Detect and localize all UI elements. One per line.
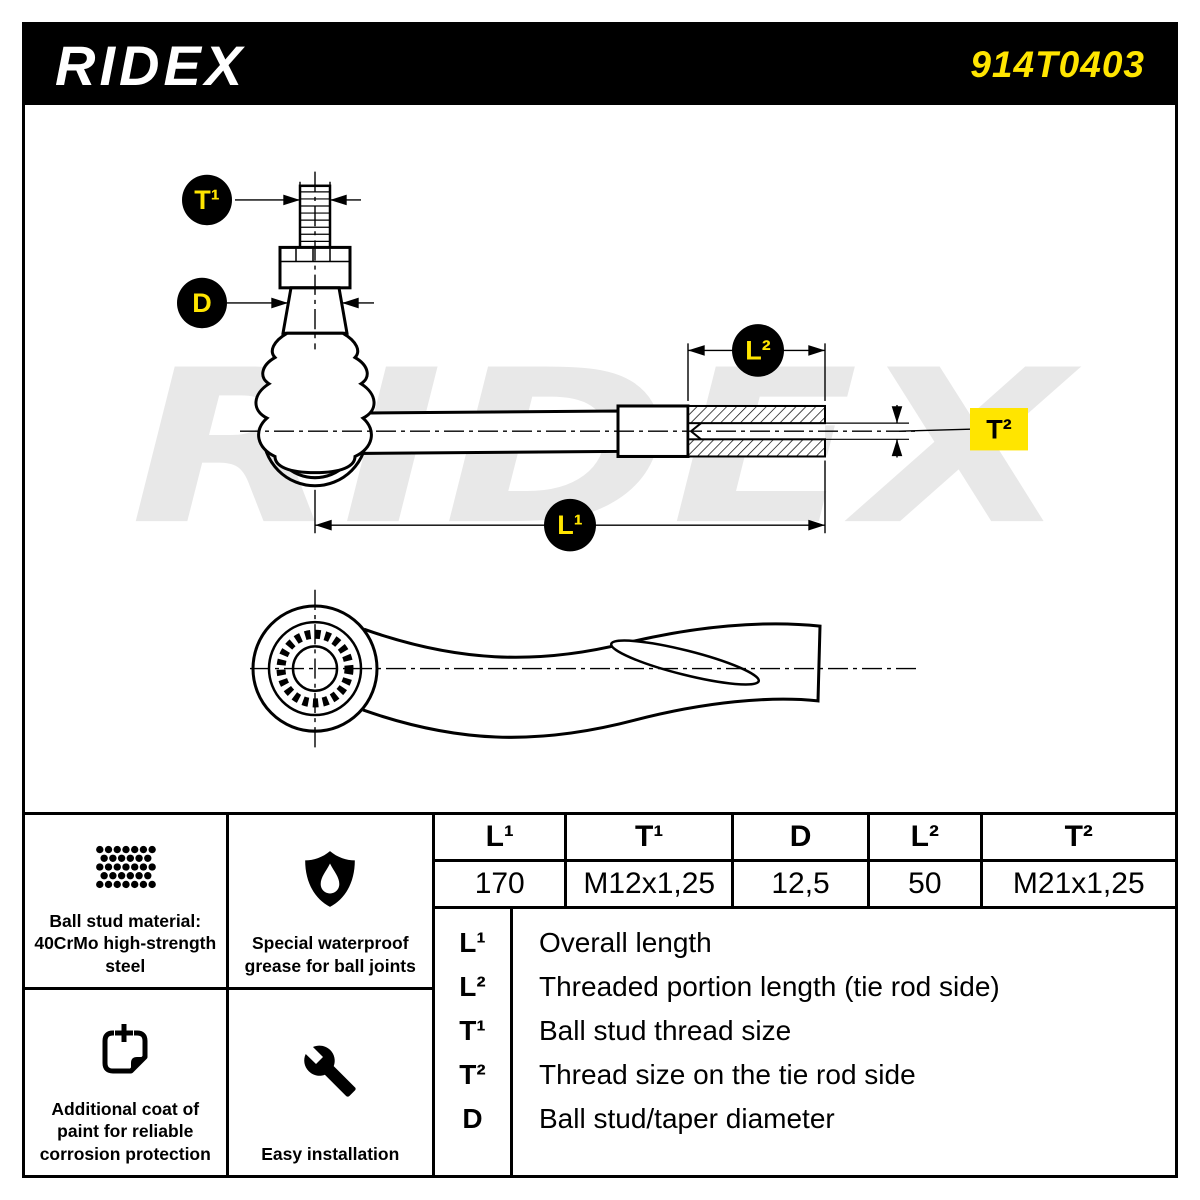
feature-caption: Easy installation xyxy=(261,1143,400,1164)
brand-logo: RIDEX xyxy=(55,33,247,97)
feature-icon-wrap xyxy=(302,1000,358,1143)
spec-value-d: 12,5 xyxy=(733,862,871,909)
ball-housing xyxy=(261,433,369,488)
legend-symbol: T¹ xyxy=(459,1015,486,1046)
specs-section: Ball stud material: 40CrMo high-strength… xyxy=(25,812,1175,1175)
shield-grease-icon xyxy=(305,850,356,907)
legend-description: Overall length xyxy=(539,927,712,958)
feature-ball-stud-material: Ball stud material: 40CrMo high-strength… xyxy=(25,815,229,990)
spec-header-t1: T¹ xyxy=(567,815,734,862)
dimension-labels: T¹ D L² T² L¹ xyxy=(177,174,1028,552)
spec-value-l1: 170 xyxy=(435,862,568,909)
spec-header-l2: L² xyxy=(870,815,983,862)
feature-caption: Additional coat of paint for reliable co… xyxy=(39,1098,211,1164)
l2-label-badge xyxy=(732,324,784,377)
feature-icon-wrap xyxy=(97,1000,153,1098)
t2-label: T² xyxy=(986,413,1011,444)
spec-header-l1: L¹ xyxy=(435,815,568,862)
t2-label-badge xyxy=(970,408,1028,451)
part-number: 914T0403 xyxy=(970,44,1145,85)
legend-description: Ball stud thread size xyxy=(539,1015,792,1046)
technical-drawing-area: RIDEX xyxy=(25,105,1175,812)
legend-description: Threaded portion length (tie rod side) xyxy=(539,971,1000,1002)
legend: L¹ L² T¹ T² D Overall length Threaded po… xyxy=(435,909,1175,1175)
spec-right-column: L¹ T¹ D L² T² 170 M12x1,25 12,5 50 M21x1… xyxy=(435,815,1175,1175)
t1-label-badge xyxy=(182,174,232,226)
legend-symbol-column: L¹ L² T¹ T² D xyxy=(435,909,513,1175)
feature-waterproof-grease: Special waterproof grease for ball joint… xyxy=(228,815,432,990)
tie-rod-arm xyxy=(362,622,822,739)
spec-table: L¹ T¹ D L² T² 170 M12x1,25 12,5 50 M21x1… xyxy=(435,815,1175,909)
l1-label: L¹ xyxy=(557,509,582,540)
l1-label-badge xyxy=(544,498,596,552)
lower-plan-view xyxy=(251,604,822,739)
feature-easy-installation: Easy installation xyxy=(229,990,433,1175)
d-label: D xyxy=(192,287,211,318)
legend-symbol: L² xyxy=(459,971,486,1002)
spec-value-t1: M12x1,25 xyxy=(567,862,734,909)
centerlines xyxy=(240,171,920,748)
legend-description-column: Overall length Threaded portion length (… xyxy=(513,909,1175,1175)
legend-symbol: L¹ xyxy=(459,927,486,958)
halftone-dots-icon xyxy=(96,846,157,889)
legend-symbol: T² xyxy=(459,1059,486,1090)
t1-label: T¹ xyxy=(194,184,219,215)
feature-icon-wrap xyxy=(93,825,157,910)
d-label-badge xyxy=(177,277,227,329)
shaft-neck xyxy=(359,409,620,455)
spec-value-l2: 50 xyxy=(870,862,983,909)
legend-symbol: D xyxy=(462,1103,483,1134)
feature-caption: Ball stud material: 40CrMo high-strength… xyxy=(34,910,217,976)
spec-header-t2: T² xyxy=(982,815,1175,862)
wrench-icon xyxy=(304,1045,356,1097)
feature-icon-wrap xyxy=(303,825,357,932)
header-bar: RIDEX 914T0403 xyxy=(25,25,1175,105)
arm-slot xyxy=(609,639,761,686)
features-grid: Ball stud material: 40CrMo high-strength… xyxy=(25,815,435,1175)
content-frame: RIDEX 914T0403 RIDEX xyxy=(22,22,1178,1178)
legend-description: Thread size on the tie rod side xyxy=(539,1059,916,1090)
feature-corrosion-protection: Additional coat of paint for reliable co… xyxy=(25,990,229,1175)
dust-boot xyxy=(254,331,376,475)
paint-patch-icon xyxy=(102,1022,148,1074)
dim-t1 xyxy=(235,181,361,217)
l2-label: L² xyxy=(745,334,770,365)
technical-drawing: RIDEX xyxy=(130,171,1082,748)
dim-t2 xyxy=(825,404,971,458)
feature-caption: Special waterproof grease for ball joint… xyxy=(244,933,416,976)
spec-value-t2: M21x1,25 xyxy=(982,862,1175,909)
spec-header-d: D xyxy=(733,815,871,862)
legend-description: Ball stud/taper diameter xyxy=(539,1103,835,1134)
